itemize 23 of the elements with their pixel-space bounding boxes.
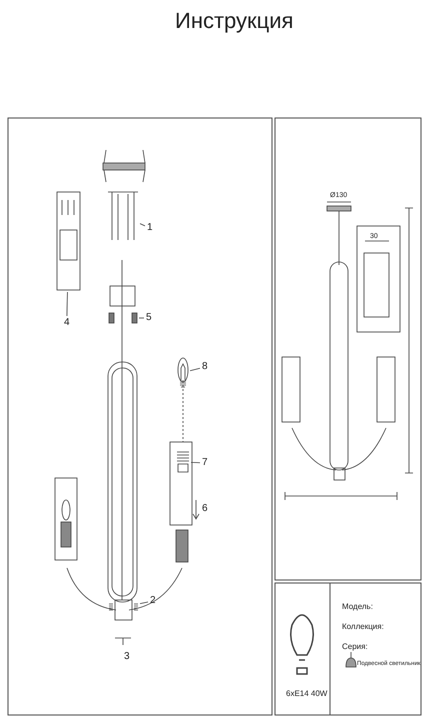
terminal-block-drawing — [56, 192, 80, 290]
leader-line — [190, 368, 200, 372]
callout-number: 4 — [64, 318, 70, 328]
leader-line — [140, 602, 148, 604]
callout-number: 1 — [147, 223, 153, 233]
series-label: Серия: — [342, 643, 368, 651]
lamp-spec-text: 6xE14 40W — [286, 690, 328, 698]
callout-number: 3 — [124, 652, 130, 662]
canopy-screws-drawing — [108, 312, 138, 324]
leader-line — [190, 462, 200, 464]
collection-label: Коллекция: — [342, 623, 384, 631]
leader-line — [140, 223, 146, 226]
callout-number: 5 — [146, 313, 152, 323]
light-bulb-drawing — [178, 358, 188, 388]
hub-screws-drawing — [108, 604, 138, 610]
leader-line — [66, 292, 68, 316]
lamp-holder-drawing — [176, 452, 190, 472]
callout-number: 8 — [202, 362, 208, 372]
callout-number: 7 — [202, 458, 208, 468]
model-label: Модель: — [342, 603, 373, 611]
mounting-screws-drawing — [108, 192, 138, 240]
callout-number: 6 — [202, 504, 208, 514]
instruction-heading: Инструкция — [175, 10, 294, 32]
